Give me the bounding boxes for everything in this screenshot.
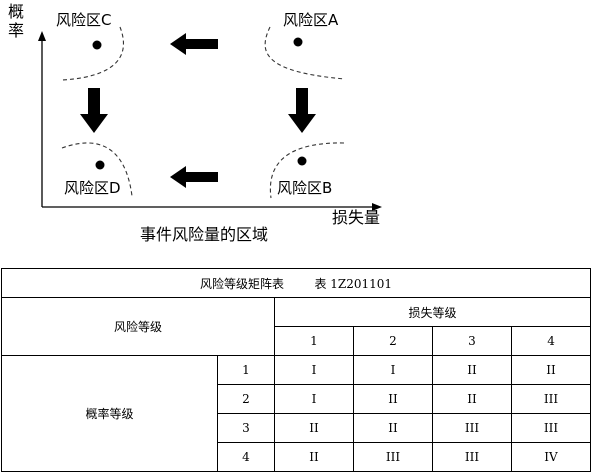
- zone-b-label: 风险区B: [277, 179, 332, 197]
- probability-level: 4: [217, 442, 275, 472]
- arrow-c-to-d: [80, 88, 108, 133]
- table-row: 概率等级 1 I I II II: [1, 355, 592, 472]
- diagram-caption: 事件风险量的区域: [140, 225, 268, 244]
- matrix-cell: II: [274, 413, 354, 443]
- matrix-cell: II: [510, 355, 592, 385]
- table-title-cell: 风险等级矩阵表 表 1Z201101: [0, 268, 592, 298]
- y-axis-arrowhead: [38, 31, 46, 41]
- table-code: 表 1Z201101: [314, 276, 393, 291]
- probability-level: 1: [217, 355, 275, 385]
- matrix-cell: II: [432, 355, 512, 385]
- risk-matrix-table: 风险等级矩阵表 表 1Z201101 风险等级 损失等级 1 2 3 4 概率等…: [0, 268, 592, 472]
- x-axis-label: 损失量: [332, 208, 380, 227]
- probability-level: 2: [217, 384, 275, 414]
- matrix-cell: I: [274, 384, 354, 414]
- probability-level-header: 概率等级: [1, 355, 218, 472]
- zone-a-dot: [293, 37, 303, 47]
- loss-level-4: 4: [510, 326, 592, 356]
- loss-level-3: 3: [432, 326, 512, 356]
- zone-a-boundary: [264, 26, 346, 80]
- table-row: 2 I II II III: [2, 384, 592, 414]
- matrix-cell: IV: [510, 442, 592, 472]
- y-axis-label-char-2: 率: [8, 21, 24, 40]
- arrow-a-to-b: [288, 88, 316, 133]
- loss-level-header: 损失等级: [273, 297, 592, 327]
- x-axis-arrowhead: [372, 203, 382, 211]
- zone-b-boundary: [269, 142, 345, 199]
- arrow-b-to-d: [170, 166, 218, 188]
- probability-level: 3: [217, 413, 275, 443]
- zone-d-boundary: [61, 142, 133, 197]
- table-title: 风险等级矩阵表: [199, 276, 284, 291]
- zone-d-label: 风险区D: [64, 179, 121, 197]
- matrix-cell: III: [510, 413, 592, 443]
- matrix-cell: II: [353, 384, 433, 414]
- loss-level-2: 2: [353, 326, 433, 356]
- matrix-cell: III: [353, 442, 433, 472]
- risk-zone-diagram: 概 率 风险区C 风险区A 风险区D 风险区B 损失量 事件风险量的区域: [8, 2, 382, 244]
- zone-a-label: 风险区A: [283, 11, 339, 29]
- table-row: 4 II III III IV: [2, 442, 592, 472]
- arrow-a-to-c: [170, 33, 218, 55]
- matrix-cell: II: [274, 442, 354, 472]
- matrix-cell: III: [432, 442, 512, 472]
- zone-c-boundary: [61, 26, 125, 81]
- zone-b-dot: [297, 156, 307, 166]
- matrix-cell: II: [432, 384, 512, 414]
- matrix-cell: I: [353, 355, 433, 385]
- matrix-cell: III: [432, 413, 512, 443]
- matrix-cell: II: [353, 413, 433, 443]
- loss-level-1: 1: [274, 326, 354, 356]
- matrix-cell: III: [510, 384, 592, 414]
- zone-d-dot: [95, 160, 105, 170]
- zone-c-label: 风险区C: [56, 11, 111, 29]
- y-axis-label-char-1: 概: [8, 2, 24, 21]
- matrix-cell: I: [274, 355, 354, 385]
- zone-c-dot: [92, 40, 102, 50]
- risk-level-header: 风险等级: [1, 297, 275, 356]
